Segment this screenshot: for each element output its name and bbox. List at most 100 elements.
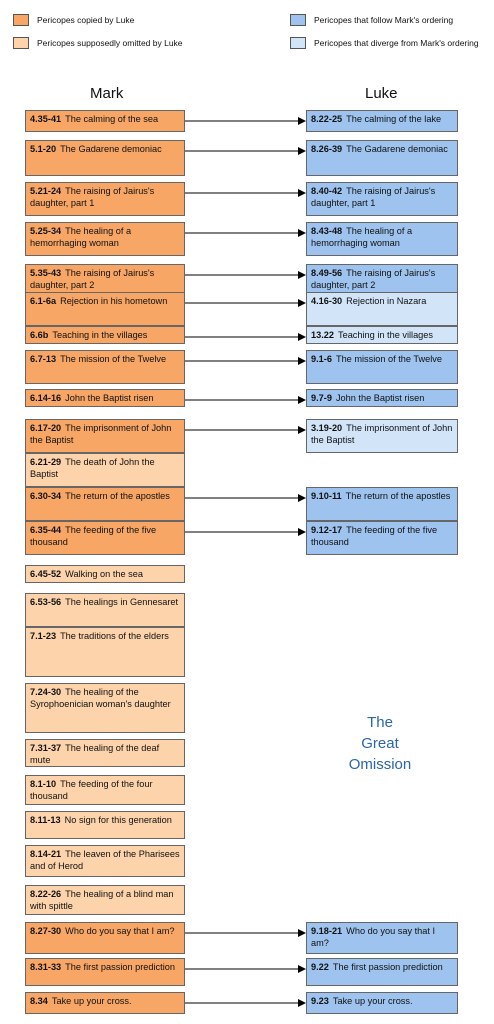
legend-omitted: Pericopes supposedly omitted by Luke (13, 37, 183, 49)
mark-column-heading: Mark (90, 85, 124, 102)
luke-pericope-ref: 4.16-30 (311, 296, 343, 306)
luke-pericope-ref: 8.40-42 (311, 186, 343, 196)
mark-pericope-ref: 8.31-33 (30, 962, 62, 972)
legend-diverge-label: Pericopes that diverge from Mark's order… (314, 38, 479, 48)
luke-pericope-title: Who do you say that I am? (311, 926, 436, 948)
luke-pericope-ref: 8.22-25 (311, 114, 343, 124)
mark-pericope-title: The raising of Jairus's daughter, part 1 (30, 186, 155, 208)
mark-pericope-ref: 8.22-26 (30, 889, 62, 899)
luke-pericope-title: Teaching in the villages (338, 330, 433, 340)
luke-pericope-ref: 3.19-20 (311, 423, 343, 433)
mark-pericope-title: Rejection in his hometown (60, 296, 168, 306)
legend-follow-swatch (290, 14, 306, 26)
mark-pericope-title: The calming of the sea (65, 114, 159, 124)
legend-follow: Pericopes that follow Mark's ordering (290, 14, 453, 26)
mark-pericope-ref: 6.14-16 (30, 393, 62, 403)
mark-pericope-title: The first passion prediction (65, 962, 175, 972)
mark-pericope-title: The raising of Jairus's daughter, part 2 (30, 268, 155, 290)
mark-pericope-ref: 6.45-52 (30, 569, 62, 579)
mark-pericope-title: The healing of the Syrophoenician woman'… (30, 687, 171, 709)
mark-pericope-title: Take up your cross. (51, 996, 132, 1006)
luke-pericope-ref: 9.22 (311, 962, 329, 972)
legend-diverge: Pericopes that diverge from Mark's order… (290, 37, 479, 49)
legend-copied: Pericopes copied by Luke (13, 14, 134, 26)
mark-pericope-ref: 6.21-29 (30, 457, 62, 467)
mark-pericope-ref: 7.1-23 (30, 631, 57, 641)
luke-pericope-title: The Gadarene demoniac (346, 144, 448, 154)
mark-pericope-ref: 6.53-56 (30, 597, 62, 607)
mark-pericope-ref: 7.31-37 (30, 743, 62, 753)
mark-pericope-ref: 5.25-34 (30, 226, 62, 236)
mark-pericope-ref: 5.1-20 (30, 144, 57, 154)
luke-pericope-ref: 8.43-48 (311, 226, 343, 236)
mark-pericope-title: The death of John the Baptist (30, 457, 155, 479)
luke-pericope-title: The mission of the Twelve (335, 354, 442, 364)
legend-copied-swatch (13, 14, 29, 26)
luke-pericope-title: The raising of Jairus's daughter, part 1 (311, 186, 436, 208)
legend-copied-label: Pericopes copied by Luke (37, 15, 135, 25)
great-omission-line-1: The (367, 714, 393, 731)
mark-pericope-title: The healing of the deaf mute (30, 743, 160, 765)
legend-omitted-label: Pericopes supposedly omitted by Luke (37, 38, 183, 48)
mark-pericope-title: The return of the apostles (65, 491, 170, 501)
mark-pericope-title: The healings in Gennesaret (65, 597, 179, 607)
mark-pericope-title: The imprisonment of John the Baptist (30, 423, 172, 445)
mark-pericope-ref: 5.35-43 (30, 268, 62, 278)
mark-pericope-ref: 6.7-13 (30, 354, 57, 364)
mark-pericope-ref: 6.1-6a (30, 296, 57, 306)
mark-pericope-ref: 6.30-34 (30, 491, 62, 501)
luke-pericope-title: Rejection in Nazara (346, 296, 427, 306)
mark-pericope-title: The traditions of the elders (60, 631, 169, 641)
luke-pericope-title: John the Baptist risen (335, 393, 425, 403)
luke-pericope-ref: 9.7-9 (311, 393, 332, 403)
great-omission-line-2: Great (361, 735, 399, 752)
luke-pericope-title: The raising of Jairus's daughter, part 2 (311, 268, 436, 290)
luke-pericope-ref: 13.22 (311, 330, 334, 340)
luke-pericope-ref: 9.18-21 (311, 926, 343, 936)
legend-omitted-swatch (13, 37, 29, 49)
mark-pericope-ref: 8.14-21 (30, 849, 62, 859)
luke-pericope-box: 13.22 Teaching in the villages (306, 326, 458, 344)
mark-pericope-ref: 8.11-13 (30, 815, 61, 825)
mark-pericope-ref: 6.35-44 (30, 525, 62, 535)
luke-pericope-title: The healing of a hemorrhaging woman (311, 226, 413, 248)
luke-pericope-ref: 9.12-17 (311, 525, 343, 535)
mark-pericope-title: Walking on the sea (65, 569, 143, 579)
luke-pericope-title: The imprisonment of John the Baptist (311, 423, 453, 445)
luke-pericope-ref: 8.49-56 (311, 268, 343, 278)
luke-pericope-title: Take up your cross. (332, 996, 413, 1006)
legend-follow-label: Pericopes that follow Mark's ordering (314, 15, 454, 25)
mark-pericope-title: The leaven of the Pharisees and of Herod (30, 849, 180, 871)
mark-pericope-ref: 4.35-41 (30, 114, 62, 124)
mark-pericope-ref: 6.17-20 (30, 423, 62, 433)
